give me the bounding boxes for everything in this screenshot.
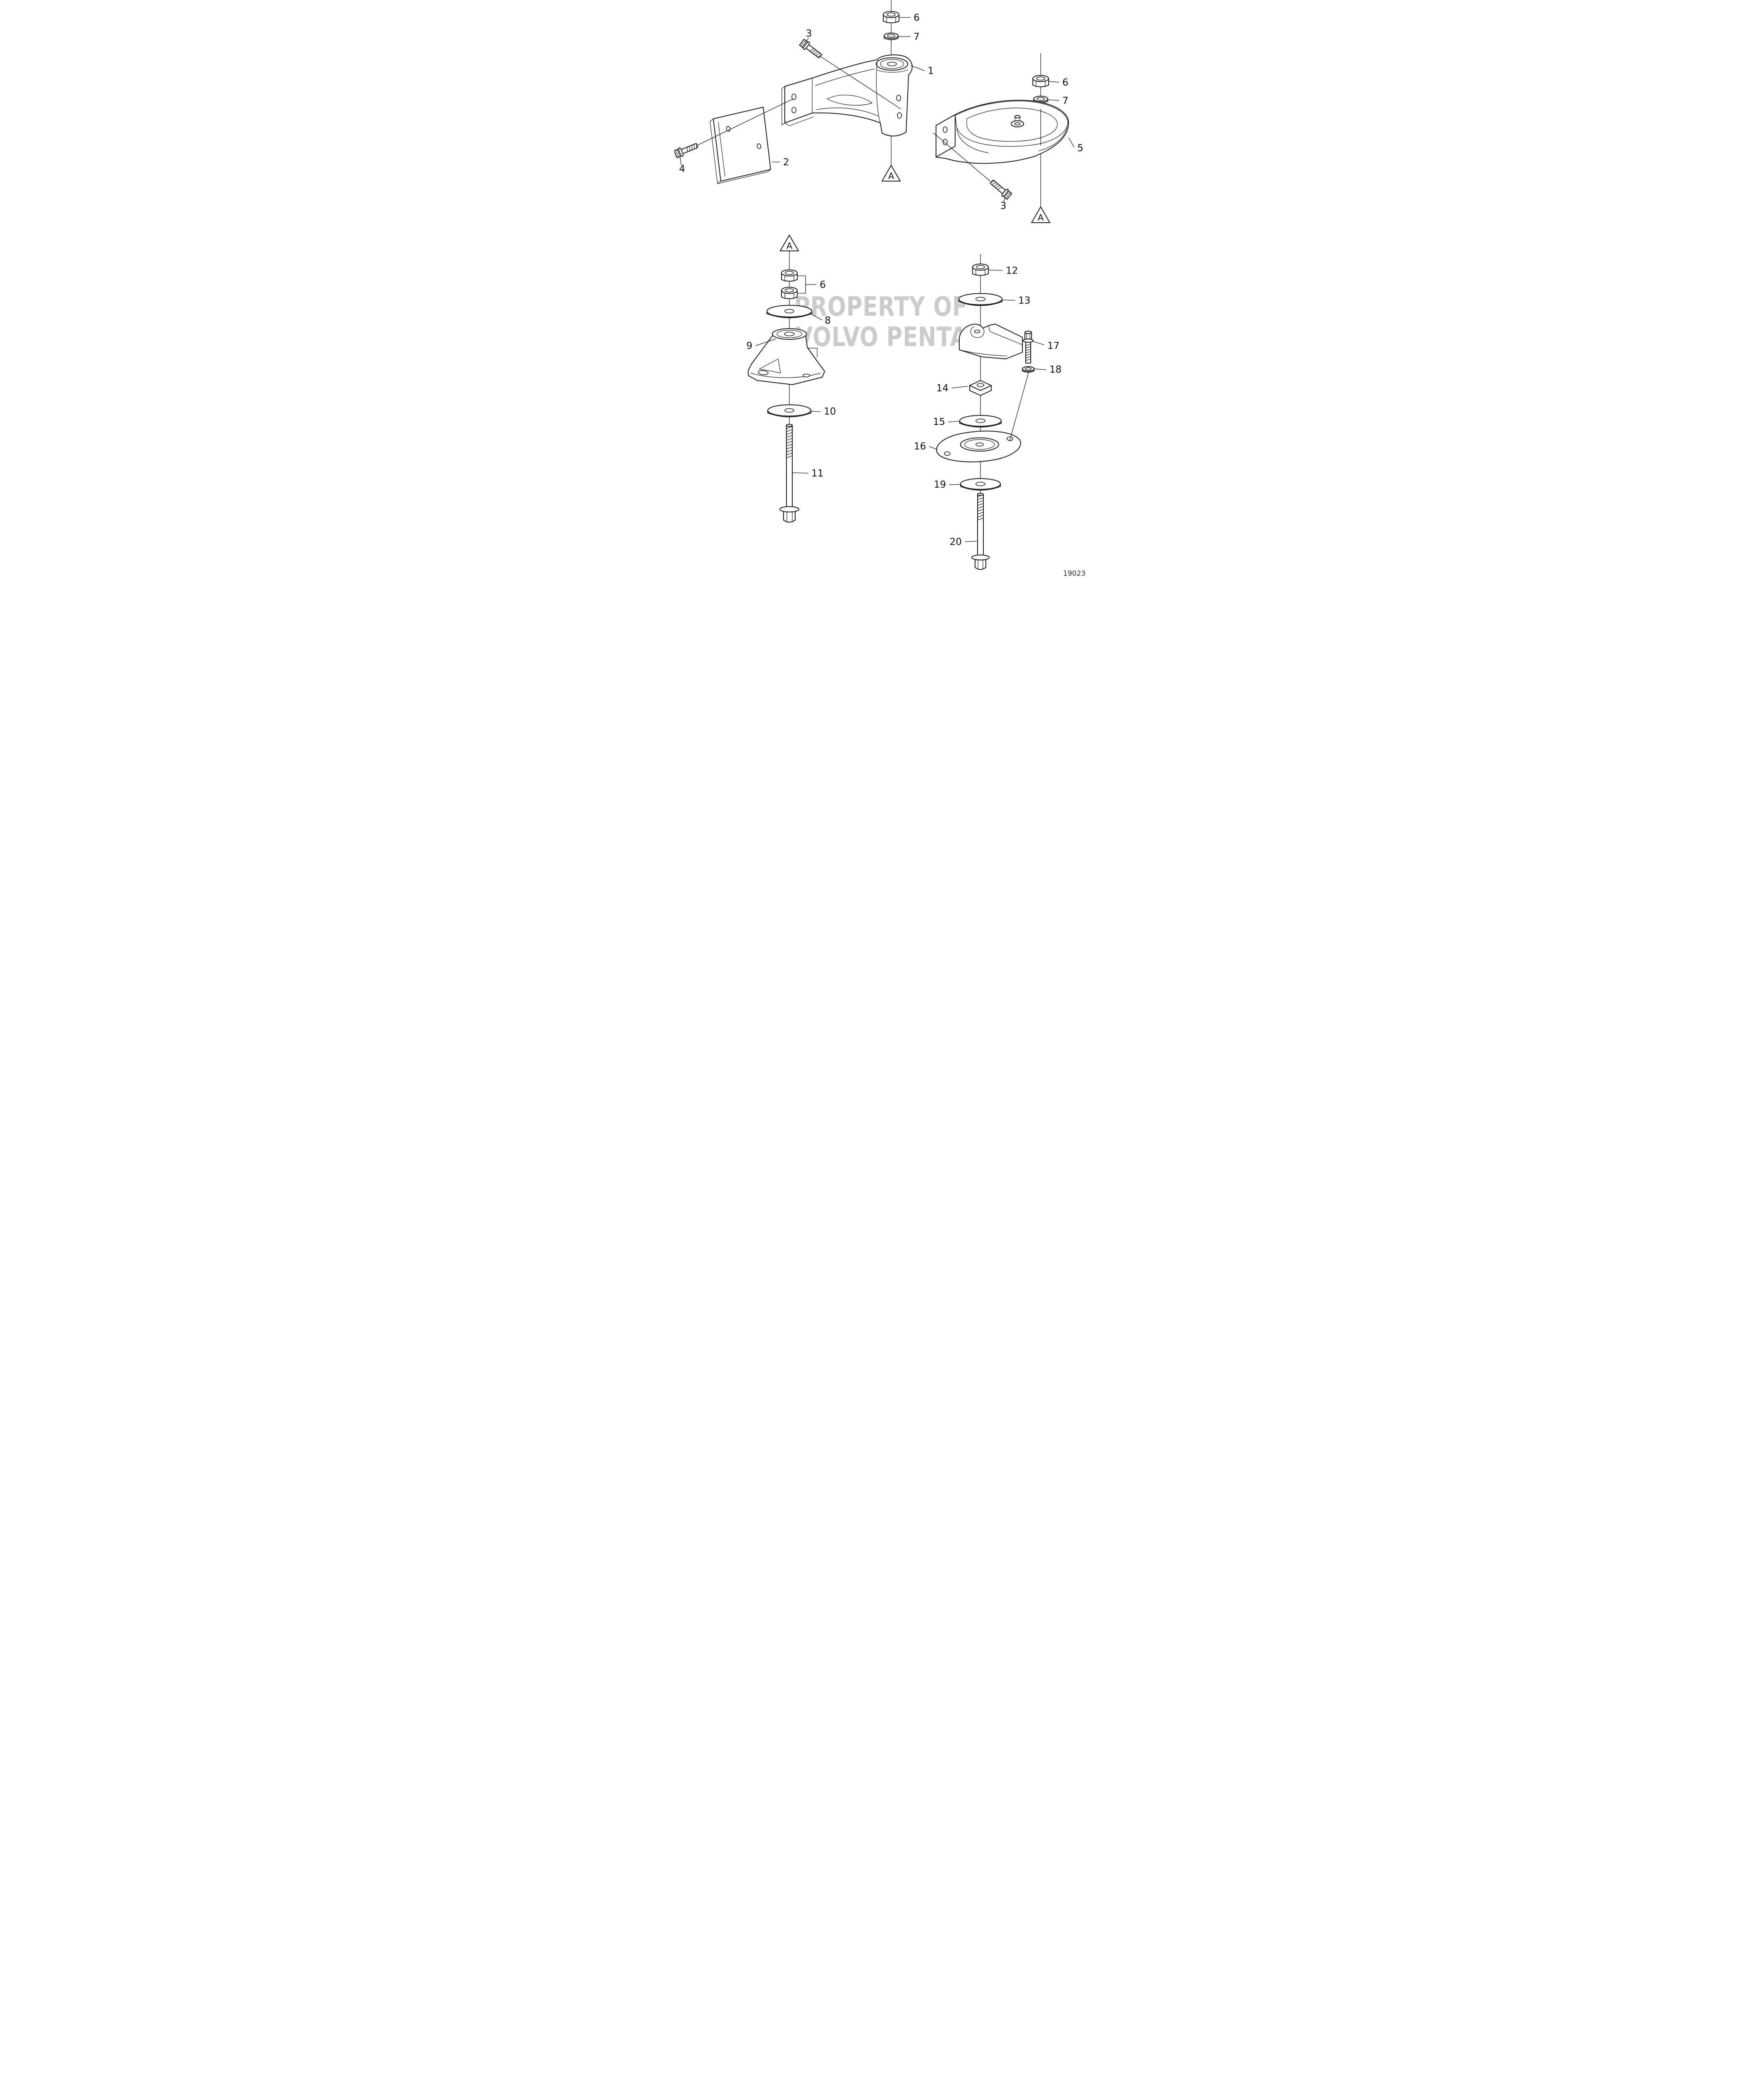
nut-12-part <box>972 263 989 276</box>
view-marker-a: A <box>882 165 901 182</box>
washer-13-part <box>958 293 1002 306</box>
bolt-17-part <box>1023 331 1034 363</box>
bolt-3-part <box>989 179 1012 200</box>
callout-labels: 6 7 3 1 2 4 <box>679 12 934 174</box>
callout-3: 3 <box>1000 201 1007 211</box>
callout-13: 13 <box>1018 295 1030 306</box>
callout-6: 6 <box>820 280 826 290</box>
part-1-bracket <box>781 54 913 137</box>
part-9-mount <box>748 328 825 385</box>
washer-7-part <box>884 32 899 40</box>
callout-1: 1 <box>928 66 934 76</box>
callout-17: 17 <box>1047 341 1059 351</box>
nut-6-part <box>883 11 899 23</box>
exploded-parts-diagram: PROPERTY OF VOLVO PENTA <box>674 0 1090 654</box>
part-2-plate <box>710 107 771 184</box>
view-marker-a: A <box>1031 206 1050 223</box>
watermark-line-2: VOLVO PENTA <box>796 322 968 352</box>
callout-8: 8 <box>825 315 831 326</box>
washer-19-part <box>960 478 1001 491</box>
view-marker-a: A <box>780 235 799 251</box>
callout-6: 6 <box>1062 77 1069 88</box>
callout-labels: 12 13 17 18 14 15 16 19 20 <box>914 265 1062 547</box>
assembly-top-right: A 6 7 5 3 <box>933 53 1083 223</box>
callout-12: 12 <box>1006 265 1018 276</box>
callout-labels: 6 7 5 3 <box>1000 77 1083 211</box>
callout-20: 20 <box>950 537 962 547</box>
nut-6-part <box>1032 75 1049 87</box>
washer-8-part <box>767 305 812 318</box>
bolt-20-part <box>971 493 990 570</box>
callout-18: 18 <box>1049 364 1061 375</box>
washer-18-part <box>1022 366 1034 373</box>
callout-4: 4 <box>679 164 685 174</box>
washer-15-part <box>959 415 1002 427</box>
assembly-leader-lines <box>1009 372 1029 442</box>
washer-10-part <box>767 404 811 417</box>
callout-16: 16 <box>914 441 926 452</box>
callout-14: 14 <box>936 383 948 394</box>
part-14-square-nut <box>969 380 992 396</box>
stack-bottom-left: A <box>746 235 836 523</box>
diagram-page: PROPERTY OF VOLVO PENTA <box>674 0 1090 654</box>
callout-3: 3 <box>806 28 812 39</box>
callout-6: 6 <box>914 12 920 23</box>
nut-6-part-upper <box>781 269 798 282</box>
callout-2: 2 <box>783 157 789 168</box>
assembly-top-left: A 6 7 3 1 2 4 <box>674 0 934 184</box>
figure-number: 19023 <box>1063 570 1086 578</box>
callout-5: 5 <box>1077 143 1083 154</box>
callout-9: 9 <box>746 341 752 351</box>
callout-labels: 6 8 9 10 11 <box>746 275 836 479</box>
assembly-leader-lines <box>697 56 901 146</box>
assembly-leader-lines <box>933 133 990 182</box>
callout-19: 19 <box>934 479 946 490</box>
callout-11: 11 <box>811 468 823 479</box>
view-marker-a-label: A <box>888 171 894 181</box>
part-5-bracket <box>936 100 1069 164</box>
callout-7: 7 <box>914 32 920 42</box>
bolt-11-part <box>779 424 799 523</box>
stack-bottom-right: 12 13 17 18 14 15 16 19 20 <box>914 254 1062 570</box>
nut-6-part-lower <box>781 287 798 299</box>
bolt-3-part <box>799 39 823 58</box>
watermark: PROPERTY OF VOLVO PENTA <box>794 291 967 352</box>
callout-10: 10 <box>824 406 836 417</box>
view-marker-a-label: A <box>1038 213 1044 223</box>
watermark-line-1: PROPERTY OF <box>794 291 967 322</box>
callout-15: 15 <box>933 417 945 427</box>
bolt-4-part <box>674 143 698 158</box>
engine-bracket-section <box>959 324 1023 359</box>
callout-7: 7 <box>1062 96 1069 106</box>
view-marker-a-label: A <box>786 241 793 251</box>
part-16-mount-plate <box>936 430 1021 462</box>
